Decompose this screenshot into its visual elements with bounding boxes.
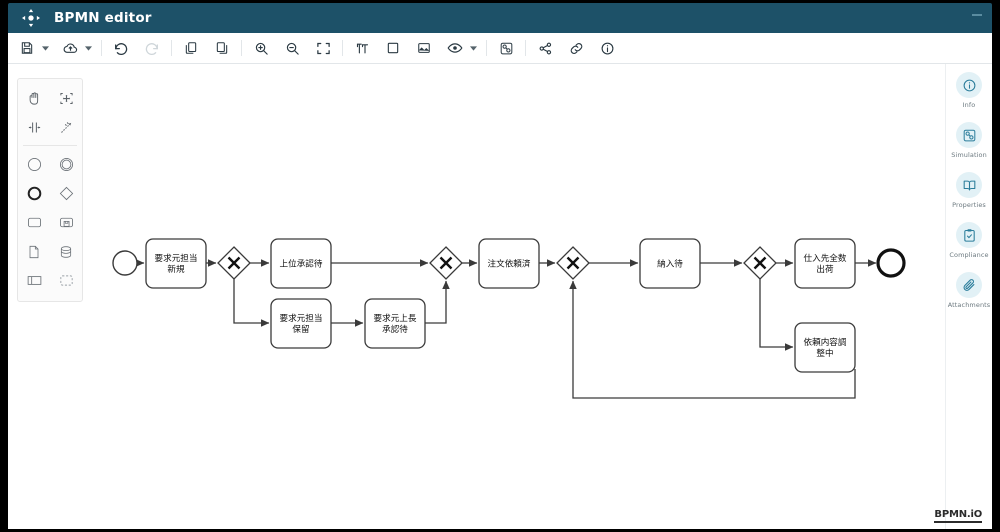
data-store-icon[interactable] (50, 237, 82, 266)
bpmn-io-logo: BPMN.iO (934, 509, 982, 523)
panel-info[interactable]: Info (946, 72, 992, 109)
sequence-flows (135, 259, 877, 399)
bpmn-gateway[interactable] (556, 246, 590, 280)
chevron-down-icon[interactable] (39, 36, 51, 60)
node-label: 要求元担当新規 (155, 252, 198, 275)
square-icon[interactable] (381, 36, 405, 60)
paperclip-icon (956, 272, 982, 298)
clipboard-check-icon (956, 222, 982, 248)
copy-icon[interactable] (179, 36, 203, 60)
zoom-in-icon[interactable] (249, 36, 273, 60)
text-format-icon[interactable] (350, 36, 374, 60)
toolbar-divider (525, 40, 526, 56)
bpmn-gateway[interactable] (429, 246, 463, 280)
node-label: 納入待 (657, 258, 683, 270)
diagram-canvas[interactable]: 要求元担当新規 上位承認待要求元担当保留 要求元上長承認待 注文依頼済 納入待 仕入先全数… (8, 64, 992, 529)
node-label: 要求元上長承認待 (374, 312, 417, 335)
bpmn-task[interactable]: 要求元上長承認待 (364, 298, 426, 349)
element-palette (17, 78, 83, 302)
info-circle-icon (956, 72, 982, 98)
task-rect-icon[interactable] (18, 208, 50, 237)
zoom-out-icon[interactable] (280, 36, 304, 60)
bpmn-task[interactable]: 要求元担当新規 (145, 238, 207, 289)
cloud-upload-icon[interactable] (58, 36, 82, 60)
bpmn-task[interactable]: 要求元担当保留 (270, 298, 332, 349)
chevron-down-icon[interactable] (467, 36, 479, 60)
simulation-icon[interactable] (494, 36, 518, 60)
link-chain-icon[interactable] (564, 36, 588, 60)
panel-simulation-label: Simulation (951, 151, 987, 159)
toolbar-divider (342, 40, 343, 56)
undo-arrow-icon[interactable] (109, 36, 133, 60)
toolbar-divider (241, 40, 242, 56)
panel-properties[interactable]: Properties (946, 172, 992, 209)
group-dashed-icon[interactable] (50, 266, 82, 295)
bpmn-task[interactable]: 納入待 (639, 238, 701, 289)
node-label: 要求元担当保留 (280, 312, 323, 335)
subprocess-icon[interactable] (50, 208, 82, 237)
panel-attachments-label: Attachments (947, 301, 991, 309)
title-bar: BPMN editor (8, 3, 992, 33)
save-disk-icon[interactable] (15, 36, 39, 60)
eye-icon[interactable] (443, 36, 467, 60)
window-title: BPMN editor (54, 10, 152, 26)
data-object-icon[interactable] (18, 237, 50, 266)
palette-divider (23, 145, 77, 146)
participant-pool-icon[interactable] (18, 266, 50, 295)
paste-icon[interactable] (210, 36, 234, 60)
lasso-select-icon[interactable] (50, 84, 82, 113)
bpmn-start-event[interactable] (112, 250, 138, 276)
space-tool-icon[interactable] (18, 113, 50, 142)
panel-compliance-label: Compliance (949, 251, 989, 259)
share-nodes-icon[interactable] (533, 36, 557, 60)
sequence-flow[interactable] (425, 280, 450, 324)
node-label: 依頼内容調整中 (804, 336, 847, 359)
bpmn-gateway[interactable] (743, 246, 777, 280)
bpmn-task[interactable]: 注文依頼済 (478, 238, 540, 289)
gateway-diamond-icon[interactable] (50, 179, 82, 208)
panel-compliance[interactable]: Compliance (946, 222, 992, 259)
toolbar-divider (101, 40, 102, 56)
connection-arrow-icon[interactable] (50, 113, 82, 142)
bpmn-gateway[interactable] (217, 246, 251, 280)
node-label: 仕入先全数出荷 (804, 252, 847, 275)
hand-icon[interactable] (18, 84, 50, 113)
bpmn-task[interactable]: 依頼内容調整中 (794, 322, 856, 373)
node-label: 上位承認待 (280, 258, 323, 270)
sequence-flow[interactable] (759, 279, 794, 351)
panel-simulation[interactable]: Simulation (946, 122, 992, 159)
simulation-icon (956, 122, 982, 148)
end-event-circle-icon[interactable] (18, 179, 50, 208)
info-circle-icon[interactable] (595, 36, 619, 60)
panel-info-label: Info (962, 101, 976, 109)
sequence-flow[interactable] (233, 279, 270, 327)
redo-arrow-icon[interactable] (140, 36, 164, 60)
right-panel-rail: Info Simulation Properti (945, 64, 992, 529)
bpmn-end-event[interactable] (876, 248, 906, 278)
toolbar-divider (486, 40, 487, 56)
image-icon[interactable] (412, 36, 436, 60)
toolbar-divider (171, 40, 172, 56)
node-label: 注文依頼済 (488, 258, 531, 270)
bpmn-task[interactable]: 上位承認待 (270, 238, 332, 289)
book-properties-icon (956, 172, 982, 198)
chevron-down-icon[interactable] (82, 36, 94, 60)
start-event-circle-icon[interactable] (18, 150, 50, 179)
minimize-button[interactable] (972, 14, 982, 16)
panel-attachments[interactable]: Attachments (946, 272, 992, 309)
bpmn-task[interactable]: 仕入先全数出荷 (794, 238, 856, 289)
sequence-flow[interactable] (569, 280, 856, 399)
move-crosshair-icon (20, 7, 42, 29)
main-toolbar (8, 33, 992, 64)
fit-screen-icon[interactable] (311, 36, 335, 60)
panel-properties-label: Properties (952, 201, 986, 209)
intermediate-event-icon[interactable] (50, 150, 82, 179)
